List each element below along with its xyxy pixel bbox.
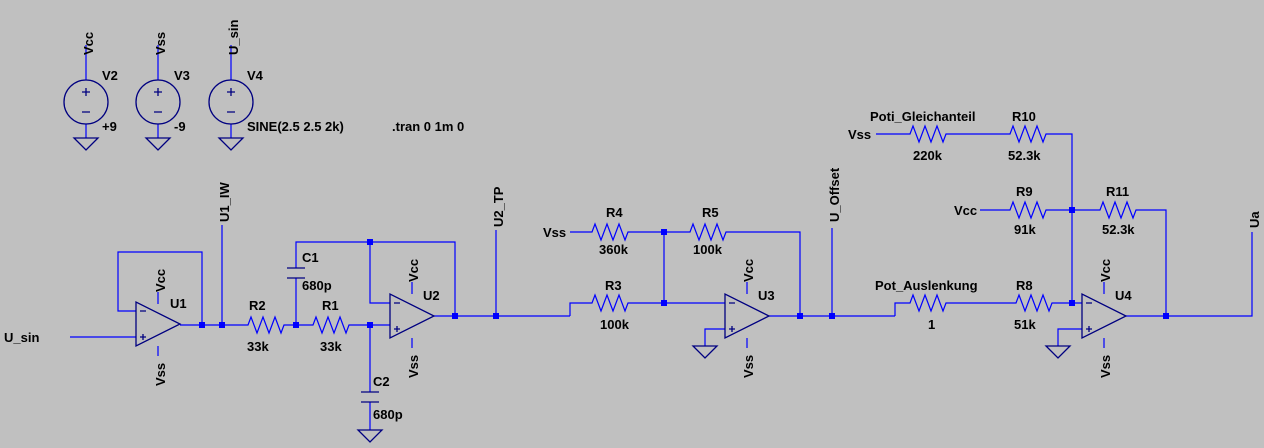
pot-gleichanteil-name: Poti_Gleichanteil [870, 109, 975, 124]
resistor-r3: R3 100k [569, 278, 725, 332]
source-v2-net: Vcc [81, 32, 96, 55]
opamp-u1-name: U1 [170, 296, 187, 311]
resistor-r8-value: 51k [1014, 317, 1036, 332]
source-v4-name: V4 [247, 68, 264, 83]
capacitor-c2-name: C2 [373, 374, 390, 389]
resistor-r10-value: 52.3k [1008, 148, 1041, 163]
source-v4-net: U_sin [226, 20, 241, 55]
source-v3-net: Vss [153, 32, 168, 55]
opamp-u2-vcc: Vcc [406, 259, 421, 282]
resistor-r2-name: R2 [249, 298, 266, 313]
opamp-u3-name: U3 [758, 288, 775, 303]
resistor-r2-value: 33k [247, 339, 269, 354]
wires-stage4 [1045, 232, 1253, 359]
resistor-r11: R11 52.3k [1072, 184, 1167, 316]
resistor-r3-value: 100k [600, 317, 630, 332]
wires-stage1 [70, 225, 242, 356]
net-label-ua: Ua [1247, 211, 1262, 228]
capacitor-c2-value: 680p [373, 407, 403, 422]
net-label-vss-pot: Vss [848, 127, 871, 142]
net-label-u2-tp: U2_TP [491, 186, 506, 227]
source-v3: Vss V3 -9 [135, 32, 190, 151]
capacitor-c1-value: 680p [302, 278, 332, 293]
net-label-u-sin: U_sin [4, 330, 39, 345]
tran-directive: .tran 0 1m 0 [392, 119, 464, 134]
net-label-vss-r4: Vss [543, 225, 566, 240]
potentiometer-auslenkung: Pot_Auslenkung 1 [875, 278, 1000, 332]
junctions [199, 207, 1169, 328]
resistor-r5-name: R5 [702, 205, 719, 220]
resistor-r11-name: R11 [1106, 184, 1129, 199]
source-v2: Vcc V2 +9 [63, 32, 118, 151]
opamp-u1: U1 Vcc Vss [135, 269, 187, 386]
source-v4-value: SINE(2.5 2.5 2k) [247, 119, 344, 134]
source-v2-name: V2 [102, 68, 118, 83]
pot-gleichanteil-value: 220k [913, 148, 943, 163]
opamp-u3-vss: Vss [741, 355, 756, 378]
net-label-u1-iw: U1_IW [217, 182, 232, 222]
opamp-u3-vcc: Vcc [741, 259, 756, 282]
opamp-u4-vcc: Vcc [1098, 259, 1113, 282]
resistor-r4-name: R4 [606, 205, 623, 220]
capacitor-c1: C1 680p [287, 241, 370, 325]
resistor-r10: R10 52.3k [1000, 109, 1073, 303]
capacitor-c1-name: C1 [302, 250, 319, 265]
pot-auslenkung-name: Pot_Auslenkung [875, 278, 978, 293]
resistor-r9-name: R9 [1016, 184, 1033, 199]
wires-stage3 [663, 228, 895, 359]
opamp-u4: U4 Vcc Vss [1081, 259, 1132, 378]
resistor-r3-name: R3 [605, 278, 622, 293]
resistor-r1-value: 33k [320, 339, 342, 354]
potentiometer-gleichanteil: Poti_Gleichanteil 220k [870, 109, 1000, 163]
net-label-vcc-r9: Vcc [954, 203, 977, 218]
resistor-r1: R1 33k [296, 298, 370, 354]
opamp-u1-vcc: Vcc [153, 269, 168, 292]
opamp-u1-vss: Vss [153, 363, 168, 386]
opamp-u2-name: U2 [423, 288, 440, 303]
resistor-r5: R5 100k [664, 205, 801, 316]
resistor-r9: R9 91k [980, 184, 1072, 237]
resistor-r4: R4 360k [570, 205, 664, 257]
resistor-r5-value: 100k [693, 242, 723, 257]
net-label-u-offset: U_Offset [827, 167, 842, 222]
resistor-r9-value: 91k [1014, 222, 1036, 237]
opamp-u4-vss: Vss [1098, 355, 1113, 378]
capacitor-c2: C2 680p [357, 325, 403, 443]
opamp-u2-vss: Vss [406, 355, 421, 378]
wires-stage2 [369, 230, 570, 348]
resistor-r8-name: R8 [1016, 278, 1033, 293]
opamp-u3: U3 Vcc Vss [724, 259, 775, 378]
source-v2-value: +9 [102, 119, 117, 134]
opamp-u2: U2 Vcc Vss [389, 259, 440, 378]
opamp-u4-name: U4 [1115, 288, 1132, 303]
resistor-r8: R8 51k [1000, 278, 1082, 332]
resistor-r4-value: 360k [599, 242, 629, 257]
pot-auslenkung-value: 1 [928, 317, 935, 332]
source-v4: U_sin V4 SINE(2.5 2.5 2k) [208, 20, 344, 151]
resistor-r10-name: R10 [1012, 109, 1036, 124]
resistor-r2: R2 33k [242, 298, 296, 354]
source-v3-value: -9 [174, 119, 186, 134]
source-v3-name: V3 [174, 68, 190, 83]
resistor-r1-name: R1 [322, 298, 339, 313]
resistor-r11-value: 52.3k [1102, 222, 1135, 237]
